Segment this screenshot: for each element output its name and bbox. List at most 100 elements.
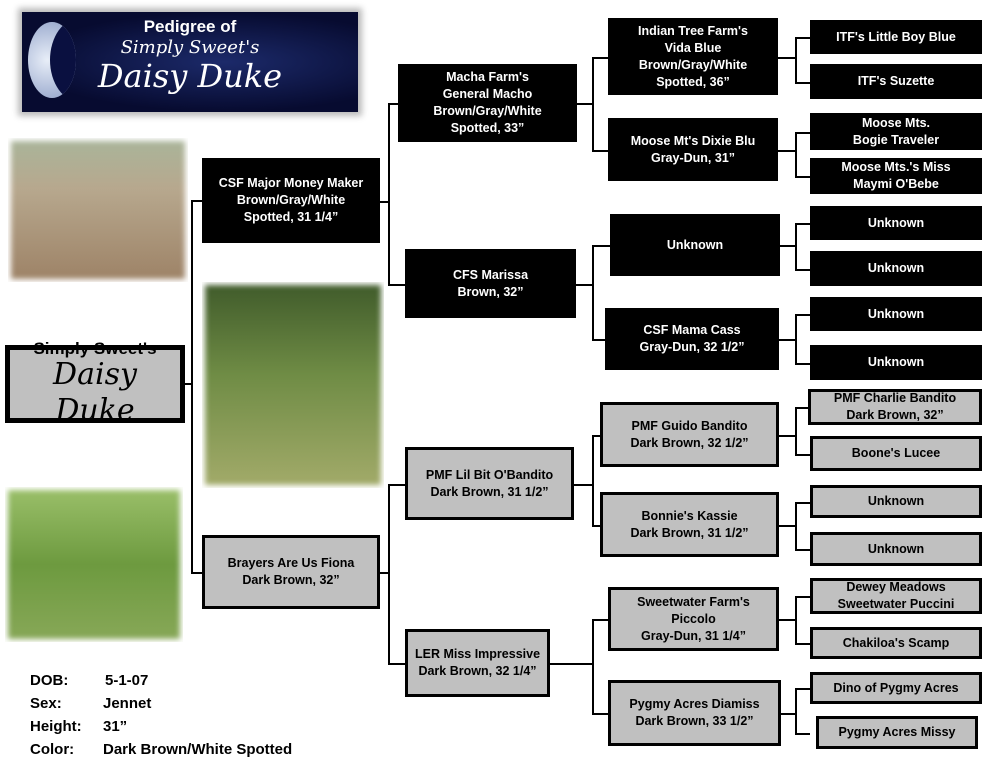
connector-line bbox=[388, 483, 405, 486]
box-text-line: Bogie Traveler bbox=[852, 132, 940, 147]
box-text-line: Dark Brown, 31 1/2” bbox=[630, 525, 749, 540]
connector-line bbox=[795, 362, 810, 365]
banner-line1: Pedigree of bbox=[143, 17, 237, 36]
box-text-line: ITF's Suzette bbox=[857, 74, 935, 88]
box-text-line: Unknown bbox=[666, 237, 724, 252]
connector-line bbox=[779, 619, 795, 621]
info-row: Height: 31” bbox=[30, 718, 360, 738]
connector-line bbox=[592, 434, 600, 437]
connector-line bbox=[795, 407, 810, 409]
connector-line bbox=[778, 149, 795, 152]
info-label: Color: bbox=[30, 741, 75, 758]
box-text-line: PMF Charlie Bandito bbox=[833, 391, 957, 405]
connector-line bbox=[592, 339, 605, 341]
box-text-line: Dark Brown, 33 1/2” bbox=[635, 714, 754, 728]
connector-line bbox=[592, 149, 608, 152]
connector-line bbox=[795, 223, 797, 271]
box-text-line: Moose Mts. bbox=[861, 115, 931, 130]
box-text-line: Chakiloa's Scamp bbox=[842, 635, 950, 650]
connector-line bbox=[795, 501, 810, 504]
connector-line bbox=[780, 245, 795, 247]
connector-line bbox=[388, 103, 390, 286]
connector-line bbox=[577, 103, 592, 105]
connector-line bbox=[576, 283, 592, 286]
connector-line bbox=[592, 713, 608, 715]
connector-line bbox=[388, 483, 390, 665]
box-text-line: LER Miss Impressive bbox=[414, 647, 541, 661]
connector-line bbox=[191, 200, 193, 573]
info-row: Color: Dark Brown/White Spotted bbox=[30, 741, 360, 761]
box-text-line: Unknown bbox=[867, 541, 925, 556]
connector-line bbox=[795, 268, 810, 271]
box-text-line: Brown, 32” bbox=[457, 284, 524, 299]
box-text-line: Gray-Dun, 31 1/4” bbox=[641, 628, 746, 643]
box-text-line: Moose Mt's Dixie Blu bbox=[630, 133, 756, 148]
photo-daisy-duke-side bbox=[8, 138, 188, 282]
box-text-line: Moose Mts.'s Miss bbox=[841, 160, 951, 174]
info-value: 31” bbox=[103, 718, 128, 735]
connector-line bbox=[795, 453, 810, 456]
ancestor-box: Unknown bbox=[810, 485, 982, 518]
connector-line bbox=[592, 524, 600, 527]
box-text-line: CSF Mama Cass bbox=[643, 323, 741, 337]
ancestor-box: Unknown bbox=[810, 532, 982, 566]
moon-icon bbox=[28, 22, 76, 98]
connector-line bbox=[592, 619, 608, 621]
box-text-line: Spotted, 36” bbox=[656, 74, 730, 89]
connector-line bbox=[795, 176, 810, 178]
ancestor-box: Chakiloa's Scamp bbox=[810, 627, 982, 659]
connector-line bbox=[779, 339, 795, 341]
box-text-line: Sweetwater Puccini bbox=[837, 597, 955, 611]
ancestor-box: Unknown bbox=[810, 251, 982, 286]
box-text-line: Sweetwater Farm's bbox=[637, 594, 750, 609]
connector-line bbox=[592, 245, 610, 247]
subject-box: Simply Sweet's Daisy Duke bbox=[5, 340, 185, 428]
box-text-line: Gray-Dun, 31” bbox=[650, 150, 736, 165]
banner-line3: Daisy Duke bbox=[97, 57, 283, 95]
connector-line bbox=[795, 223, 810, 225]
ancestor-box: ITF's Little Boy Blue bbox=[810, 20, 982, 54]
ancestor-box: Unknown bbox=[810, 345, 982, 380]
info-value: 5-1-07 bbox=[105, 672, 149, 689]
title-banner: Pedigree of Simply Sweet's Daisy Duke bbox=[22, 12, 358, 112]
box-text-line: Dark Brown, 32 1/4” bbox=[418, 664, 537, 678]
photo-spotted-donkey bbox=[202, 282, 384, 488]
box-text-line: Spotted, 31 1/4” bbox=[243, 210, 339, 224]
connector-line bbox=[592, 619, 594, 715]
connector-line bbox=[795, 688, 797, 735]
photo-dam-donkey bbox=[5, 487, 183, 642]
box-text-line: Boone's Lucee bbox=[851, 446, 941, 460]
box-text-line: Bonnie's Kassie bbox=[641, 508, 738, 523]
connector-line bbox=[574, 483, 592, 486]
connector-line bbox=[380, 200, 388, 203]
banner-line2: Simply Sweet's bbox=[120, 37, 260, 58]
box-text-line: Indian Tree Farm's bbox=[638, 23, 748, 38]
info-row: Sex:Jennet bbox=[30, 695, 360, 715]
subject-line2: Daisy Duke bbox=[53, 356, 137, 428]
box-text-line: Spotted, 33” bbox=[450, 121, 525, 135]
connector-line bbox=[795, 596, 810, 598]
box-text-line: Dewey Meadows bbox=[846, 580, 946, 594]
box-text-line: Unknown bbox=[867, 215, 925, 230]
connector-line bbox=[191, 572, 203, 574]
ancestor-box: Moose Mts. Bogie Traveler bbox=[810, 113, 982, 150]
subject-line1: Simply Sweet's bbox=[33, 338, 157, 358]
info-value: Dark Brown/White Spotted bbox=[103, 741, 293, 758]
info-value: Jennet bbox=[103, 695, 152, 712]
info-label: Height: bbox=[30, 718, 82, 735]
box-text-line: PMF Guido Bandito bbox=[631, 418, 748, 433]
ancestor-box: Unknown bbox=[810, 206, 982, 240]
connector-line bbox=[795, 407, 797, 456]
